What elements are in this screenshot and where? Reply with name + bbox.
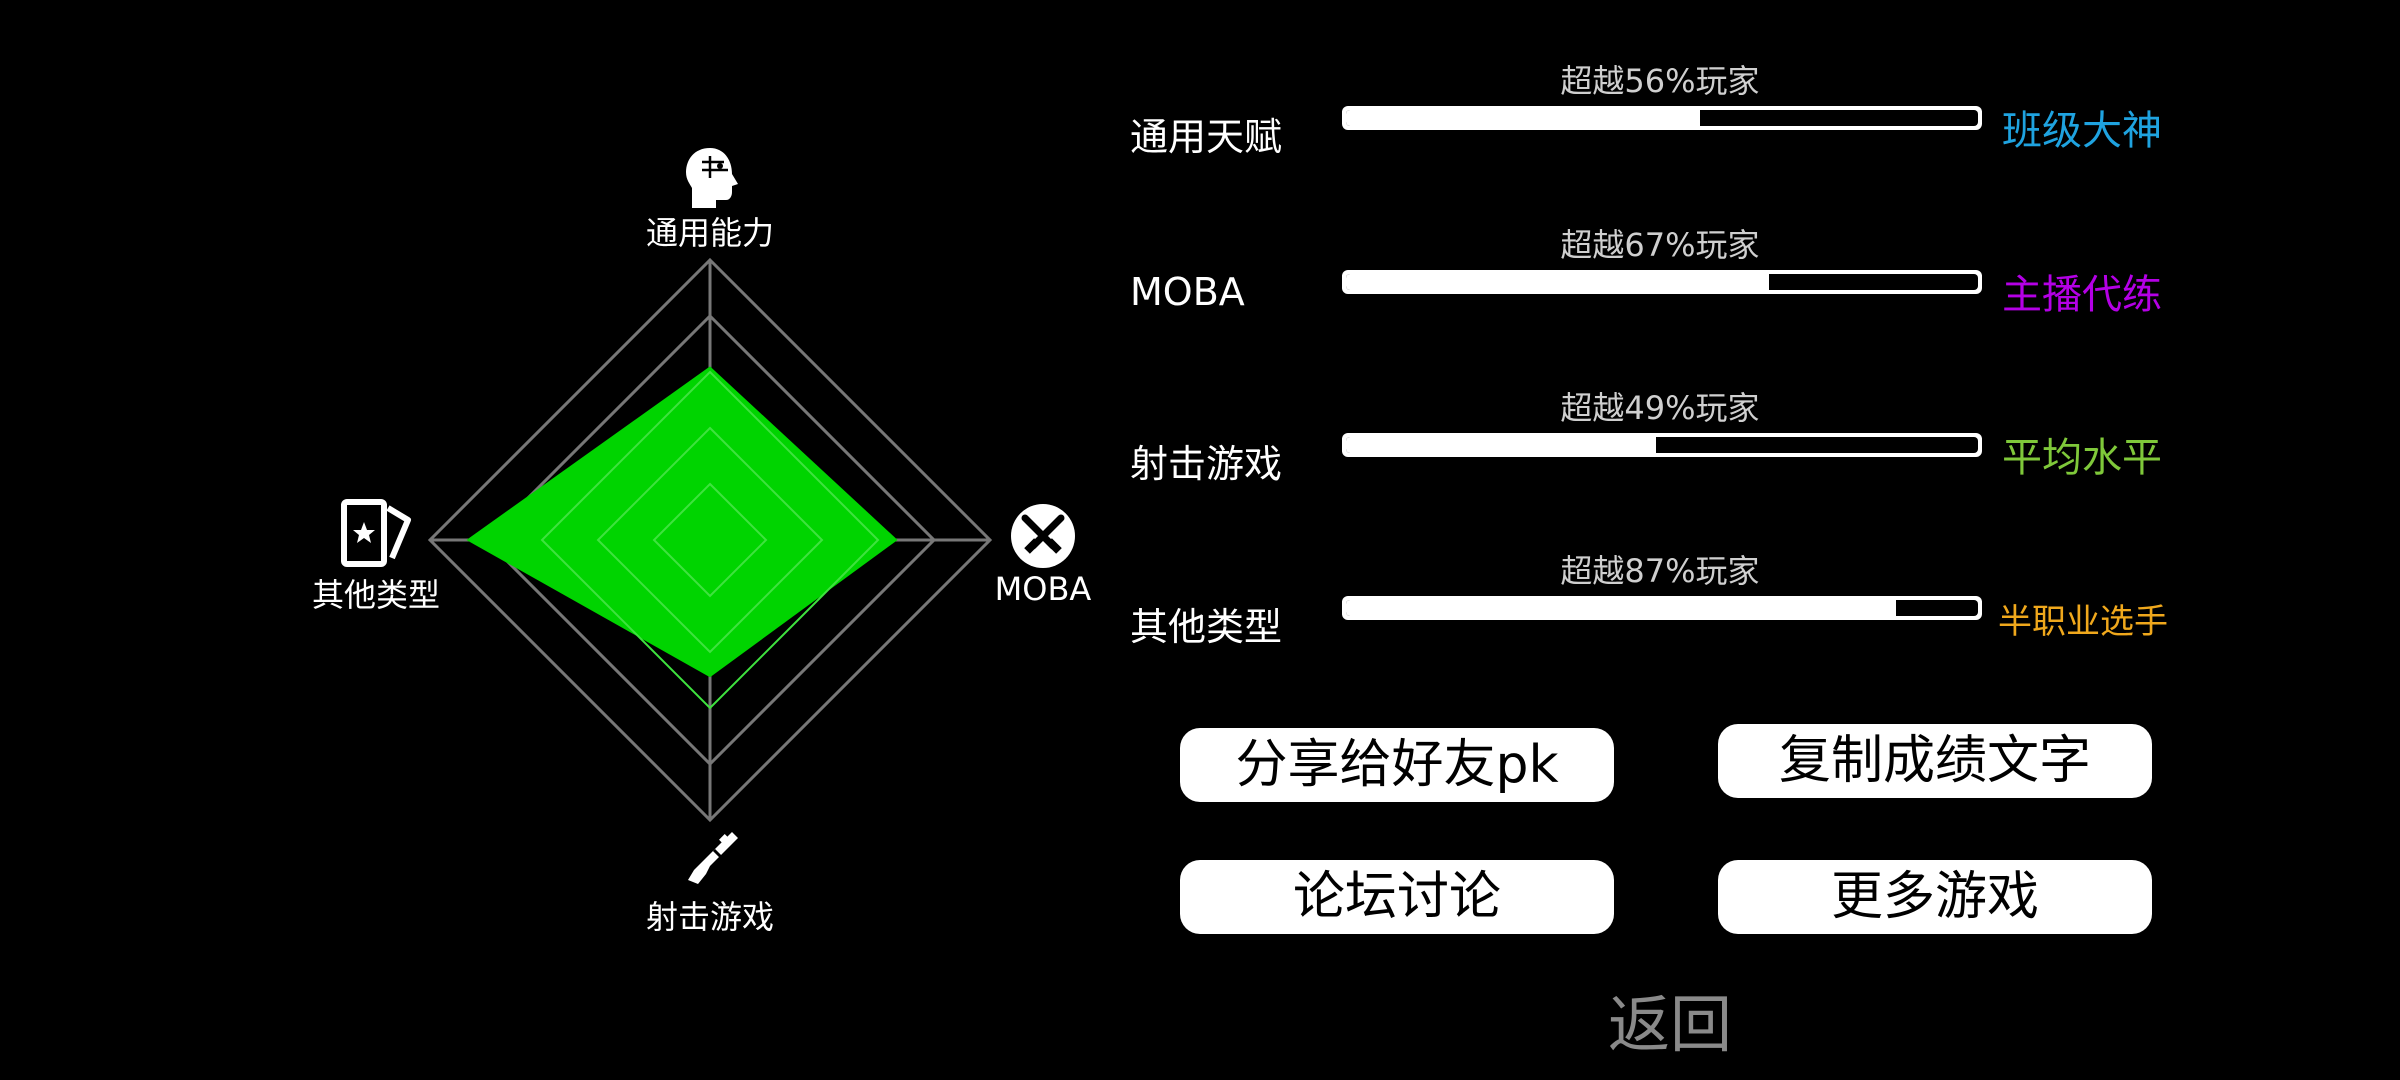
stat-row-general: 通用天赋 超越56%玩家 班级大神: [1130, 56, 2230, 176]
rank-label: 班级大神: [2002, 108, 2162, 154]
copy-results-button[interactable]: 复制成绩文字: [1718, 724, 2152, 798]
stat-row-moba: MOBA 超越67%玩家 主播代练: [1130, 220, 2230, 340]
stat-row-other: 其他类型 超越87%玩家 半职业选手: [1130, 546, 2230, 666]
radar-grid-ring: [540, 370, 880, 710]
progress-bar: [1342, 596, 1982, 620]
radar-data-shape: [466, 366, 898, 678]
progress-fill: [1346, 600, 1896, 616]
rank-label: 平均水平: [2002, 435, 2162, 481]
stat-name: 通用天赋: [1130, 115, 1283, 159]
progress-bar: [1342, 433, 1982, 457]
progress-bar: [1342, 270, 1982, 294]
rank-label: 主播代练: [2002, 272, 2162, 318]
crossed-swords-icon: [1009, 502, 1077, 574]
stat-name: MOBA: [1130, 270, 1245, 314]
more-games-button[interactable]: 更多游戏: [1718, 860, 2152, 934]
percentile-text: 超越56%玩家: [1560, 62, 1760, 100]
stat-name: 其他类型: [1130, 605, 1283, 649]
axis-label-shooter: 射击游戏: [645, 898, 775, 936]
radar-grid-ring: [652, 482, 768, 598]
share-to-friend-button[interactable]: 分享给好友pk: [1180, 728, 1614, 802]
progress-bar: [1342, 106, 1982, 130]
percentile-text: 超越49%玩家: [1560, 389, 1760, 427]
rifle-icon: [680, 828, 740, 894]
percentile-text: 超越87%玩家: [1560, 552, 1760, 590]
radar-grid-ring: [596, 426, 824, 654]
radar-chart: 通用能力 MOBA 射击游戏: [0, 0, 1100, 1080]
head-profile-icon: [680, 144, 744, 218]
progress-fill: [1346, 437, 1656, 453]
progress-fill: [1346, 274, 1770, 290]
rank-label: 半职业选手: [1998, 602, 2168, 642]
radar-svg: [427, 257, 993, 823]
axis-label-general: 通用能力: [645, 214, 775, 252]
stat-name: 射击游戏: [1130, 442, 1283, 486]
star-card-icon: [338, 498, 414, 572]
axis-label-other: 其他类型: [311, 576, 441, 614]
radar-inner-grid: [540, 370, 880, 710]
percentile-text: 超越67%玩家: [1560, 226, 1760, 264]
progress-fill: [1346, 110, 1700, 126]
stat-row-shooter: 射击游戏 超越49%玩家 平均水平: [1130, 383, 2230, 503]
axis-label-moba: MOBA: [994, 570, 1092, 608]
back-button[interactable]: 返回: [1607, 988, 1732, 1061]
forum-discussion-button[interactable]: 论坛讨论: [1180, 860, 1614, 934]
